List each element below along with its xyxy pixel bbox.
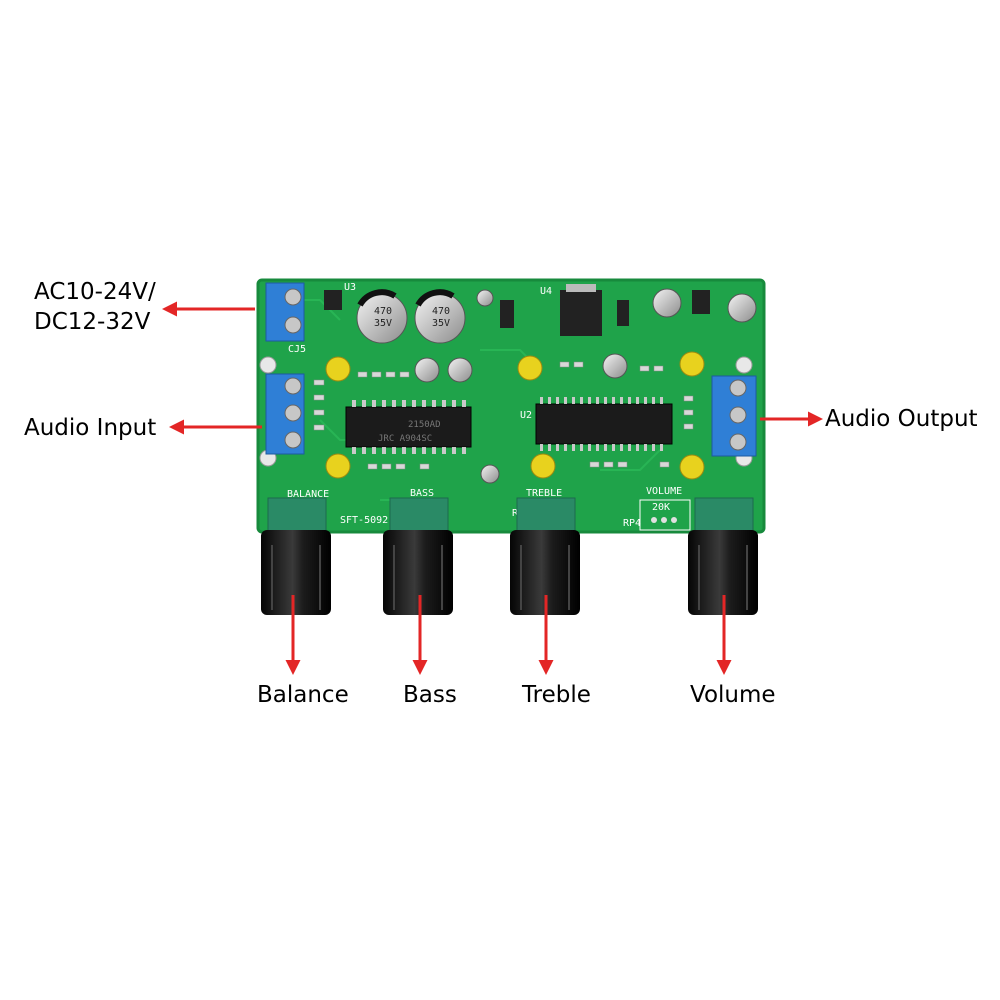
silk-u4: U4	[540, 286, 552, 297]
small-cap-3	[602, 353, 628, 379]
audio-output-label: Audio Output	[825, 406, 978, 432]
regulator-tab	[566, 284, 596, 292]
bass-label: Bass	[403, 682, 457, 708]
small-cap-4	[652, 288, 682, 318]
balance-label: Balance	[257, 682, 349, 708]
rp4-pad	[661, 517, 667, 523]
volume-label: Volume	[690, 682, 776, 708]
silk-u3: U3	[344, 282, 356, 293]
silk-bass: BASS	[410, 488, 434, 499]
smd-components	[313, 361, 694, 470]
treble-label: Treble	[522, 682, 591, 708]
rp4-outline	[639, 499, 691, 531]
chip1-sub-text: JRC A904SC	[378, 434, 432, 444]
treble-knob[interactable]	[510, 497, 580, 615]
chip1-text: 2150AD	[408, 420, 441, 430]
silk-pot-value: 20K	[652, 502, 670, 513]
power-label-line1: AC10-24V/	[34, 279, 156, 305]
silk-model: SFT-5092	[340, 515, 388, 526]
audio-input-terminal[interactable]	[265, 373, 305, 455]
balance-knob[interactable]	[261, 497, 331, 615]
cap-text-1: 470	[374, 306, 392, 317]
diode-d3	[617, 300, 629, 326]
chip-u5	[692, 290, 710, 314]
volume-knob[interactable]	[688, 497, 758, 615]
chip-u3	[324, 290, 342, 310]
small-cap-6	[476, 289, 494, 307]
capacitor-470uf-left	[356, 289, 408, 344]
audio-output-terminal[interactable]	[711, 375, 757, 457]
silk-rp4: RP4	[623, 518, 641, 529]
small-cap-5	[727, 293, 757, 323]
rp4-pad	[671, 517, 677, 523]
cap-text-3: 470	[432, 306, 450, 317]
rp4-pad	[651, 517, 657, 523]
diode-d1	[500, 300, 514, 328]
silk-volume: VOLUME	[646, 486, 682, 497]
small-cap-7	[480, 464, 500, 484]
ic-main-dsp	[535, 397, 673, 451]
silk-cj5: CJ5	[288, 344, 306, 355]
small-cap-2	[447, 357, 473, 383]
power-terminal[interactable]	[265, 282, 305, 342]
power-label-line2: DC12-32V	[34, 309, 151, 335]
cap-text-4: 35V	[432, 318, 450, 329]
ic-2150ad	[345, 400, 472, 454]
silk-u2: U2	[520, 410, 532, 421]
silk-treble: TREBLE	[526, 488, 562, 499]
audio-input-label: Audio Input	[24, 415, 157, 441]
bass-knob[interactable]	[383, 497, 453, 615]
capacitor-470uf-right	[414, 289, 466, 344]
yellow-capacitors	[325, 351, 705, 480]
small-cap-1	[414, 357, 440, 383]
silk-balance: BALANCE	[287, 489, 329, 500]
regulator-u4	[560, 290, 602, 336]
cap-text-2: 35V	[374, 318, 392, 329]
